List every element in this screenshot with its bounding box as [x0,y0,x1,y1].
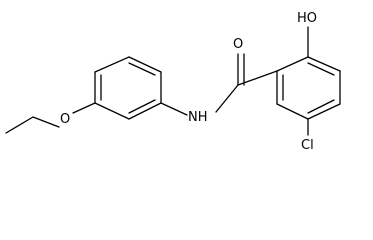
ring-right-bond-2-inner [307,62,335,76]
ethoxy-group [5,102,96,134]
bond-o-aryl [72,102,96,114]
phenyl-ring-right [276,56,341,120]
ether-oxygen-label: O [60,112,70,127]
chemical-structure: O NH O HO Cl [5,11,341,153]
bond-ch3-ch2 [5,116,34,134]
ring-right-bond-5 [276,103,309,120]
ring-left-bond-2 [94,56,130,73]
hydroxyl-label: HO [297,11,317,26]
bond-aryl-n [160,102,188,116]
ring-left-bond-6 [94,102,130,120]
bond-n-carbonyl [215,84,239,113]
ring-right-bond-4 [307,103,341,120]
ring-left-bond-3 [128,56,162,73]
ring-left-bond-5 [128,102,162,120]
ring-left-bond-3-inner [128,62,156,76]
ring-right-bond-4-inner [307,99,335,114]
carbonyl-oxygen-label: O [233,37,243,52]
ring-right-bond-1 [276,56,309,72]
ring-right-bond-2 [307,56,341,72]
chlorine-label: Cl [301,138,314,153]
amide-nh-label: NH [188,110,208,125]
bond-ch2-o [32,116,60,128]
ring-left-bond-5-inner [128,99,156,114]
amide-linkage [160,53,278,116]
bond-carbonyl-ring [237,70,278,86]
phenyl-ring-left [94,56,162,120]
